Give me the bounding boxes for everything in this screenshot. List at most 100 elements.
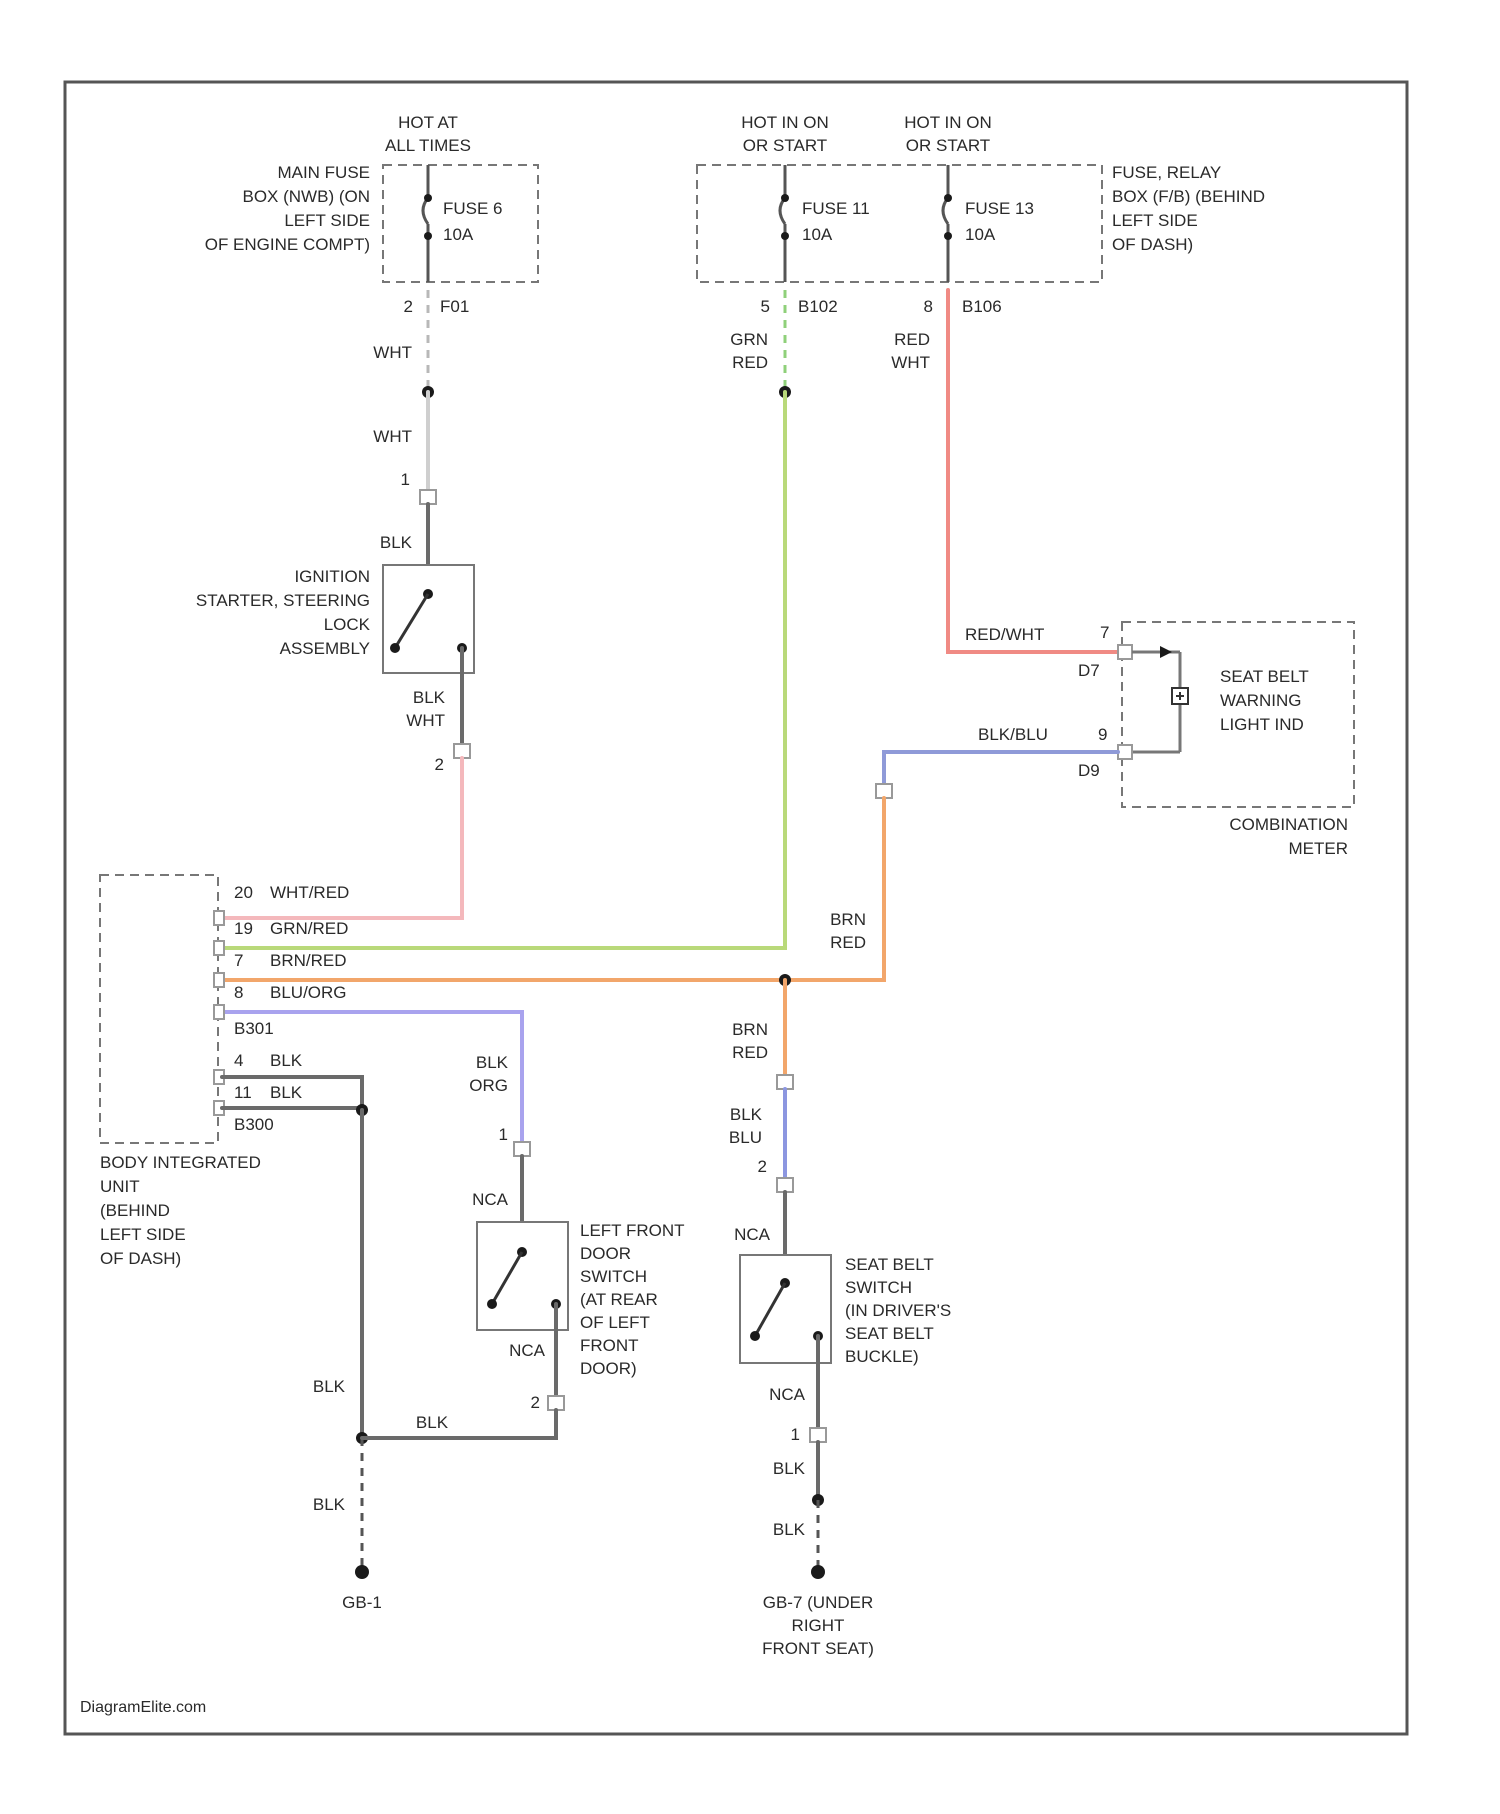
belt-switch-label-4: SEAT BELT bbox=[845, 1324, 934, 1343]
fuse-11-label: FUSE 11 bbox=[802, 199, 870, 218]
ground-gb1-icon bbox=[355, 1565, 369, 1579]
door-out-pin: 2 bbox=[531, 1393, 540, 1412]
combination-meter-label-1: COMBINATION bbox=[1229, 815, 1348, 834]
wire-blk-blu-2-label-1: BLK bbox=[730, 1105, 763, 1124]
main-fuse-box-label-4: OF ENGINE COMPT) bbox=[205, 235, 370, 254]
fuse-relay-box-label-2: BOX (F/B) (BEHIND bbox=[1112, 187, 1265, 206]
seat-belt-light-label-1: SEAT BELT bbox=[1220, 667, 1309, 686]
wire-brn-red-label-2b: RED bbox=[732, 1043, 768, 1062]
seat-belt-light-label-3: LIGHT IND bbox=[1220, 715, 1304, 734]
fuse-relay-box-label-3: LEFT SIDE bbox=[1112, 211, 1198, 230]
door-switch-label-3: SWITCH bbox=[580, 1267, 647, 1286]
bcm-pin-row: B300 bbox=[234, 1115, 274, 1134]
fuse-13-out-id: B106 bbox=[962, 297, 1002, 316]
fuse-13-out-pin: 8 bbox=[924, 297, 933, 316]
fuse-11 bbox=[780, 165, 789, 282]
wire-blk-blu-2-label-2: BLU bbox=[729, 1128, 762, 1147]
wire-grn-red-label-1: GRN bbox=[730, 330, 768, 349]
bcm-label-2: UNIT bbox=[100, 1177, 140, 1196]
door-switch-out-connector bbox=[548, 1396, 564, 1410]
ground-gb7-label-1: GB-7 (UNDER bbox=[763, 1593, 874, 1612]
wire-blk-ign-label: BLK bbox=[380, 533, 413, 552]
svg-text:BLK: BLK bbox=[270, 1083, 303, 1102]
svg-text:B301: B301 bbox=[234, 1019, 274, 1038]
hot-always-label-1: HOT AT bbox=[398, 113, 458, 132]
hot-run-label-2a: HOT IN ON bbox=[904, 113, 992, 132]
ignition-label-3: LOCK bbox=[324, 615, 371, 634]
ignition-in-pin: 1 bbox=[401, 470, 410, 489]
fuse-13-rating: 10A bbox=[965, 225, 996, 244]
fuse-6-label: FUSE 6 bbox=[443, 199, 503, 218]
bcm-pin-list: 20 WHT/RED 19 GRN/RED 7 BRN/RED 8 BLU/OR… bbox=[214, 883, 349, 1134]
belt-switch-in-connector bbox=[777, 1178, 793, 1192]
seat-belt-light-label-2: WARNING bbox=[1220, 691, 1302, 710]
seat-belt-warning-light-icon bbox=[1118, 645, 1188, 759]
meter-in-id: D7 bbox=[1078, 661, 1100, 680]
ignition-label-2: STARTER, STEERING bbox=[196, 591, 370, 610]
belt-switch-label-1: SEAT BELT bbox=[845, 1255, 934, 1274]
belt-out-pin: 1 bbox=[791, 1425, 800, 1444]
wire-blk-door-ground bbox=[362, 1410, 556, 1438]
wire-brn-red-label-1a: BRN bbox=[830, 910, 866, 929]
wire-blk-wht-label-2: WHT bbox=[406, 711, 445, 730]
wire-grn-red-2 bbox=[222, 392, 785, 948]
svg-text:7: 7 bbox=[234, 951, 243, 970]
body-integrated-unit-box bbox=[100, 875, 218, 1143]
wire-blk-org-label-1: BLK bbox=[476, 1053, 509, 1072]
hot-always-label-2: ALL TIMES bbox=[385, 136, 471, 155]
main-fuse-box-label-3: LEFT SIDE bbox=[284, 211, 370, 230]
svg-text:BLU/ORG: BLU/ORG bbox=[270, 983, 347, 1002]
bcm-label-5: OF DASH) bbox=[100, 1249, 181, 1268]
ignition-out-connector bbox=[454, 744, 470, 758]
main-fuse-box-label-1: MAIN FUSE bbox=[277, 163, 370, 182]
fuse-relay-box-label-1: FUSE, RELAY bbox=[1112, 163, 1221, 182]
wire-nca-4-label: NCA bbox=[769, 1385, 806, 1404]
combination-meter-label-2: METER bbox=[1289, 839, 1349, 858]
fuse-6 bbox=[423, 165, 432, 282]
fuse-11-out-pin: 5 bbox=[761, 297, 770, 316]
wire-blk-blu-meter-label: BLK/BLU bbox=[978, 725, 1048, 744]
svg-text:8: 8 bbox=[234, 983, 243, 1002]
door-switch-label-4: (AT REAR bbox=[580, 1290, 658, 1309]
ignition-label-4: ASSEMBLY bbox=[280, 639, 370, 658]
wire-wht-2-label: WHT bbox=[373, 427, 412, 446]
fuse-6-rating: 10A bbox=[443, 225, 474, 244]
wire-blk-1-label: BLK bbox=[313, 1377, 346, 1396]
fuse-6-out-id: F01 bbox=[440, 297, 469, 316]
bcm-pin-row: 11 BLK bbox=[214, 1083, 303, 1115]
fuse-relay-box-label-4: OF DASH) bbox=[1112, 235, 1193, 254]
wire-brn-red-label-2a: BRN bbox=[732, 1020, 768, 1039]
door-switch-label-6: FRONT bbox=[580, 1336, 639, 1355]
fuse-6-out-pin: 2 bbox=[404, 297, 413, 316]
wire-wht-1-label: WHT bbox=[373, 343, 412, 362]
bcm-pin-row: 4 BLK bbox=[214, 1051, 303, 1084]
hot-run-label-2b: OR START bbox=[906, 136, 990, 155]
wire-blk-wht-label-1: BLK bbox=[413, 688, 446, 707]
wire-nca-1-label: NCA bbox=[472, 1190, 509, 1209]
fuse-relay-box bbox=[697, 165, 1102, 282]
ignition-out-pin: 2 bbox=[435, 755, 444, 774]
svg-text:19: 19 bbox=[234, 919, 253, 938]
belt-switch-label-3: (IN DRIVER'S bbox=[845, 1301, 951, 1320]
ground-gb7-label-3: FRONT SEAT) bbox=[762, 1639, 874, 1658]
wire-brn-red-label-1b: RED bbox=[830, 933, 866, 952]
wire-blk-4-label: BLK bbox=[773, 1459, 806, 1478]
svg-text:WHT/RED: WHT/RED bbox=[270, 883, 349, 902]
svg-text:11: 11 bbox=[234, 1083, 252, 1102]
belt-switch-label-2: SWITCH bbox=[845, 1278, 912, 1297]
door-switch-label-7: DOOR) bbox=[580, 1359, 637, 1378]
door-switch-in-connector bbox=[514, 1142, 530, 1156]
wire-blk-2-label: BLK bbox=[313, 1495, 346, 1514]
svg-text:BRN/RED: BRN/RED bbox=[270, 951, 347, 970]
bcm-label-3: (BEHIND bbox=[100, 1201, 170, 1220]
fuse-11-rating: 10A bbox=[802, 225, 833, 244]
svg-text:B300: B300 bbox=[234, 1115, 274, 1134]
belt-switch-out-connector bbox=[810, 1428, 826, 1442]
bcm-label-4: LEFT SIDE bbox=[100, 1225, 186, 1244]
bcm-label-1: BODY INTEGRATED bbox=[100, 1153, 261, 1172]
watermark: DiagramElite.com bbox=[80, 1699, 206, 1716]
main-fuse-box-label-2: BOX (NWB) (ON bbox=[243, 187, 371, 206]
wire-blk-5-label: BLK bbox=[773, 1520, 806, 1539]
belt-switch-label-5: BUCKLE) bbox=[845, 1347, 919, 1366]
door-switch-label-1: LEFT FRONT bbox=[580, 1221, 685, 1240]
